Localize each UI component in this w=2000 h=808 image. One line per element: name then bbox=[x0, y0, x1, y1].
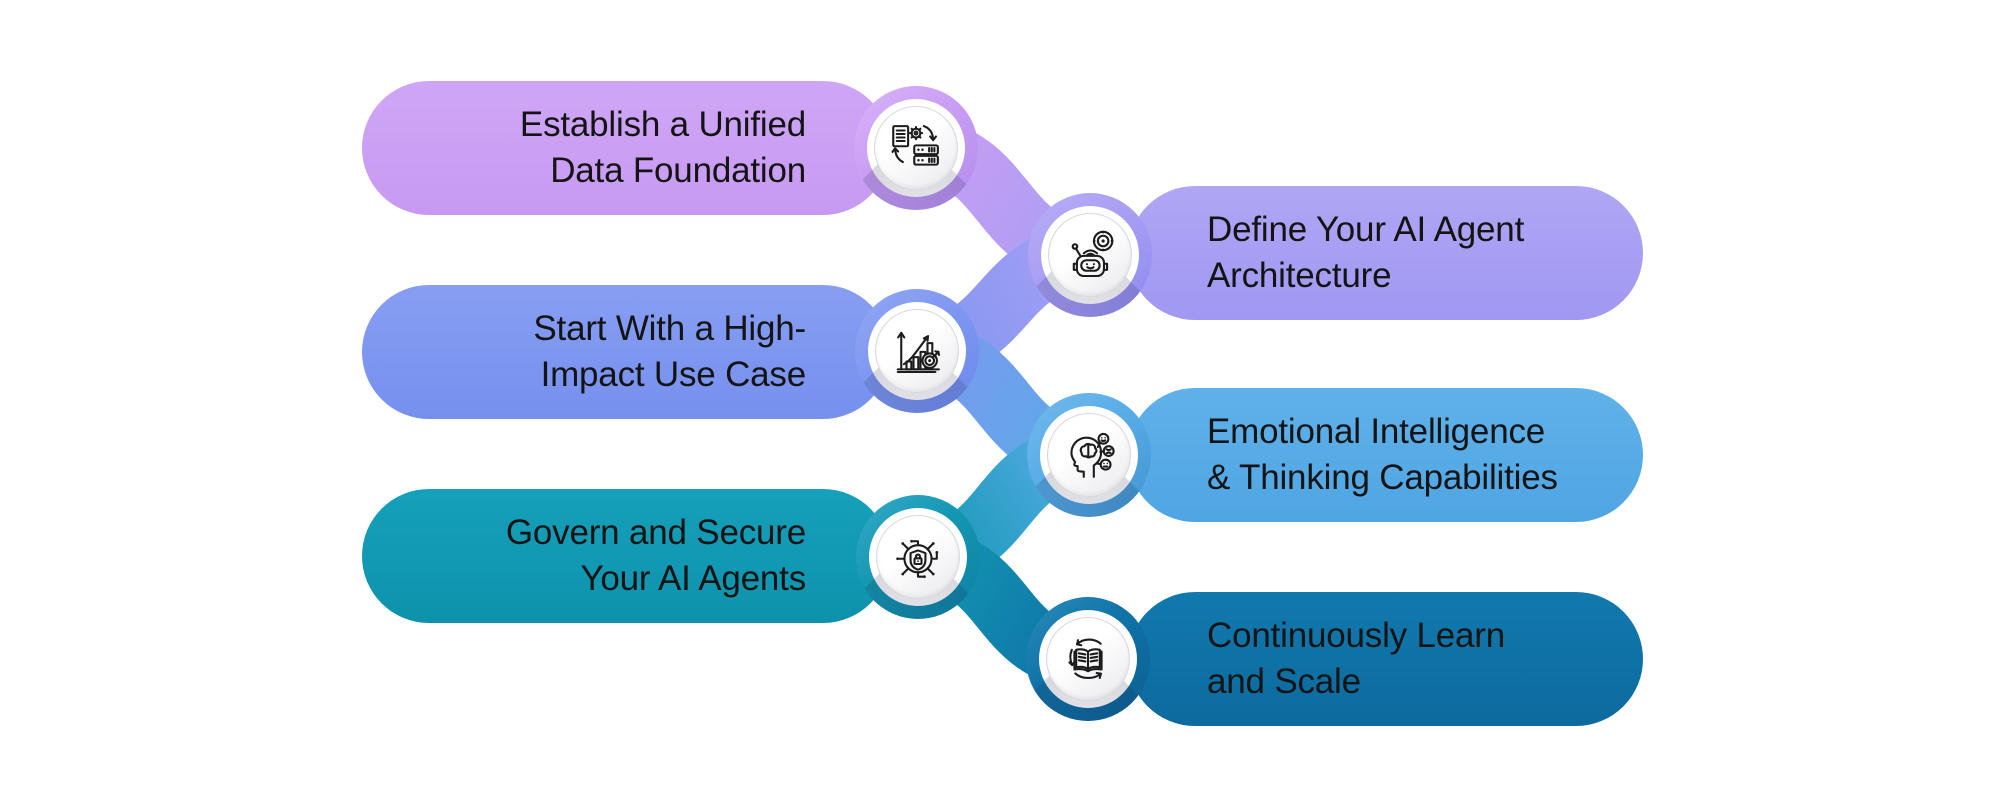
icon-disc bbox=[1047, 413, 1131, 497]
step-6-label: Continuously Learn and Scale bbox=[1128, 613, 1643, 705]
step-6-pill: Continuously Learn and Scale bbox=[1128, 592, 1643, 726]
step-3-line2: Impact Use Case bbox=[540, 355, 807, 394]
step-4-line2: & Thinking Capabilities bbox=[1207, 458, 1558, 497]
icon-disc bbox=[874, 106, 958, 190]
step-5-icon-badge bbox=[856, 495, 980, 619]
step-2-line1: Define Your AI Agent bbox=[1207, 210, 1525, 249]
step-2-label: Define Your AI Agent Architecture bbox=[1128, 207, 1643, 299]
step-5-label: Govern and Secure Your AI Agents bbox=[362, 510, 890, 602]
book-cycle-icon bbox=[1068, 638, 1103, 680]
step-5-pill: Govern and Secure Your AI Agents bbox=[362, 489, 890, 623]
step-1-label: Establish a Unified Data Foundation bbox=[362, 102, 890, 194]
step-4-pill: Emotional Intelligence & Thinking Capabi… bbox=[1128, 388, 1643, 522]
data-foundation-icon bbox=[891, 125, 939, 166]
step-6-icon-badge bbox=[1026, 597, 1150, 721]
step-2-line2: Architecture bbox=[1207, 256, 1392, 295]
step-4-icon-badge bbox=[1027, 393, 1151, 517]
icon-disc bbox=[1046, 617, 1130, 701]
step-4-line1: Emotional Intelligence bbox=[1207, 412, 1546, 451]
step-1-pill: Establish a Unified Data Foundation bbox=[362, 81, 890, 215]
step-4-label: Emotional Intelligence & Thinking Capabi… bbox=[1128, 409, 1643, 501]
growth-chart-target-icon bbox=[896, 331, 941, 374]
step-3-pill: Start With a High- Impact Use Case bbox=[362, 285, 890, 419]
step-1-line1: Establish a Unified bbox=[519, 105, 806, 144]
step-3-icon-badge bbox=[855, 289, 979, 413]
step-1-icon-badge bbox=[854, 86, 978, 210]
step-2-icon-badge bbox=[1028, 193, 1152, 317]
step-5-line2: Your AI Agents bbox=[580, 559, 806, 598]
icon-disc bbox=[876, 515, 960, 599]
step-6-line1: Continuously Learn bbox=[1207, 616, 1505, 655]
icon-disc bbox=[875, 309, 959, 393]
step-3-line1: Start With a High- bbox=[533, 309, 806, 348]
security-lock-circuit-icon bbox=[896, 539, 939, 579]
head-brain-emotions-icon bbox=[1070, 432, 1115, 478]
icon-disc bbox=[1048, 213, 1132, 297]
step-5-line1: Govern and Secure bbox=[505, 513, 806, 552]
step-6-line2: and Scale bbox=[1207, 662, 1361, 701]
step-1-line2: Data Foundation bbox=[550, 151, 806, 190]
step-2-pill: Define Your AI Agent Architecture bbox=[1128, 186, 1643, 320]
ai-robot-architecture-icon bbox=[1071, 230, 1114, 278]
step-3-label: Start With a High- Impact Use Case bbox=[362, 306, 890, 398]
